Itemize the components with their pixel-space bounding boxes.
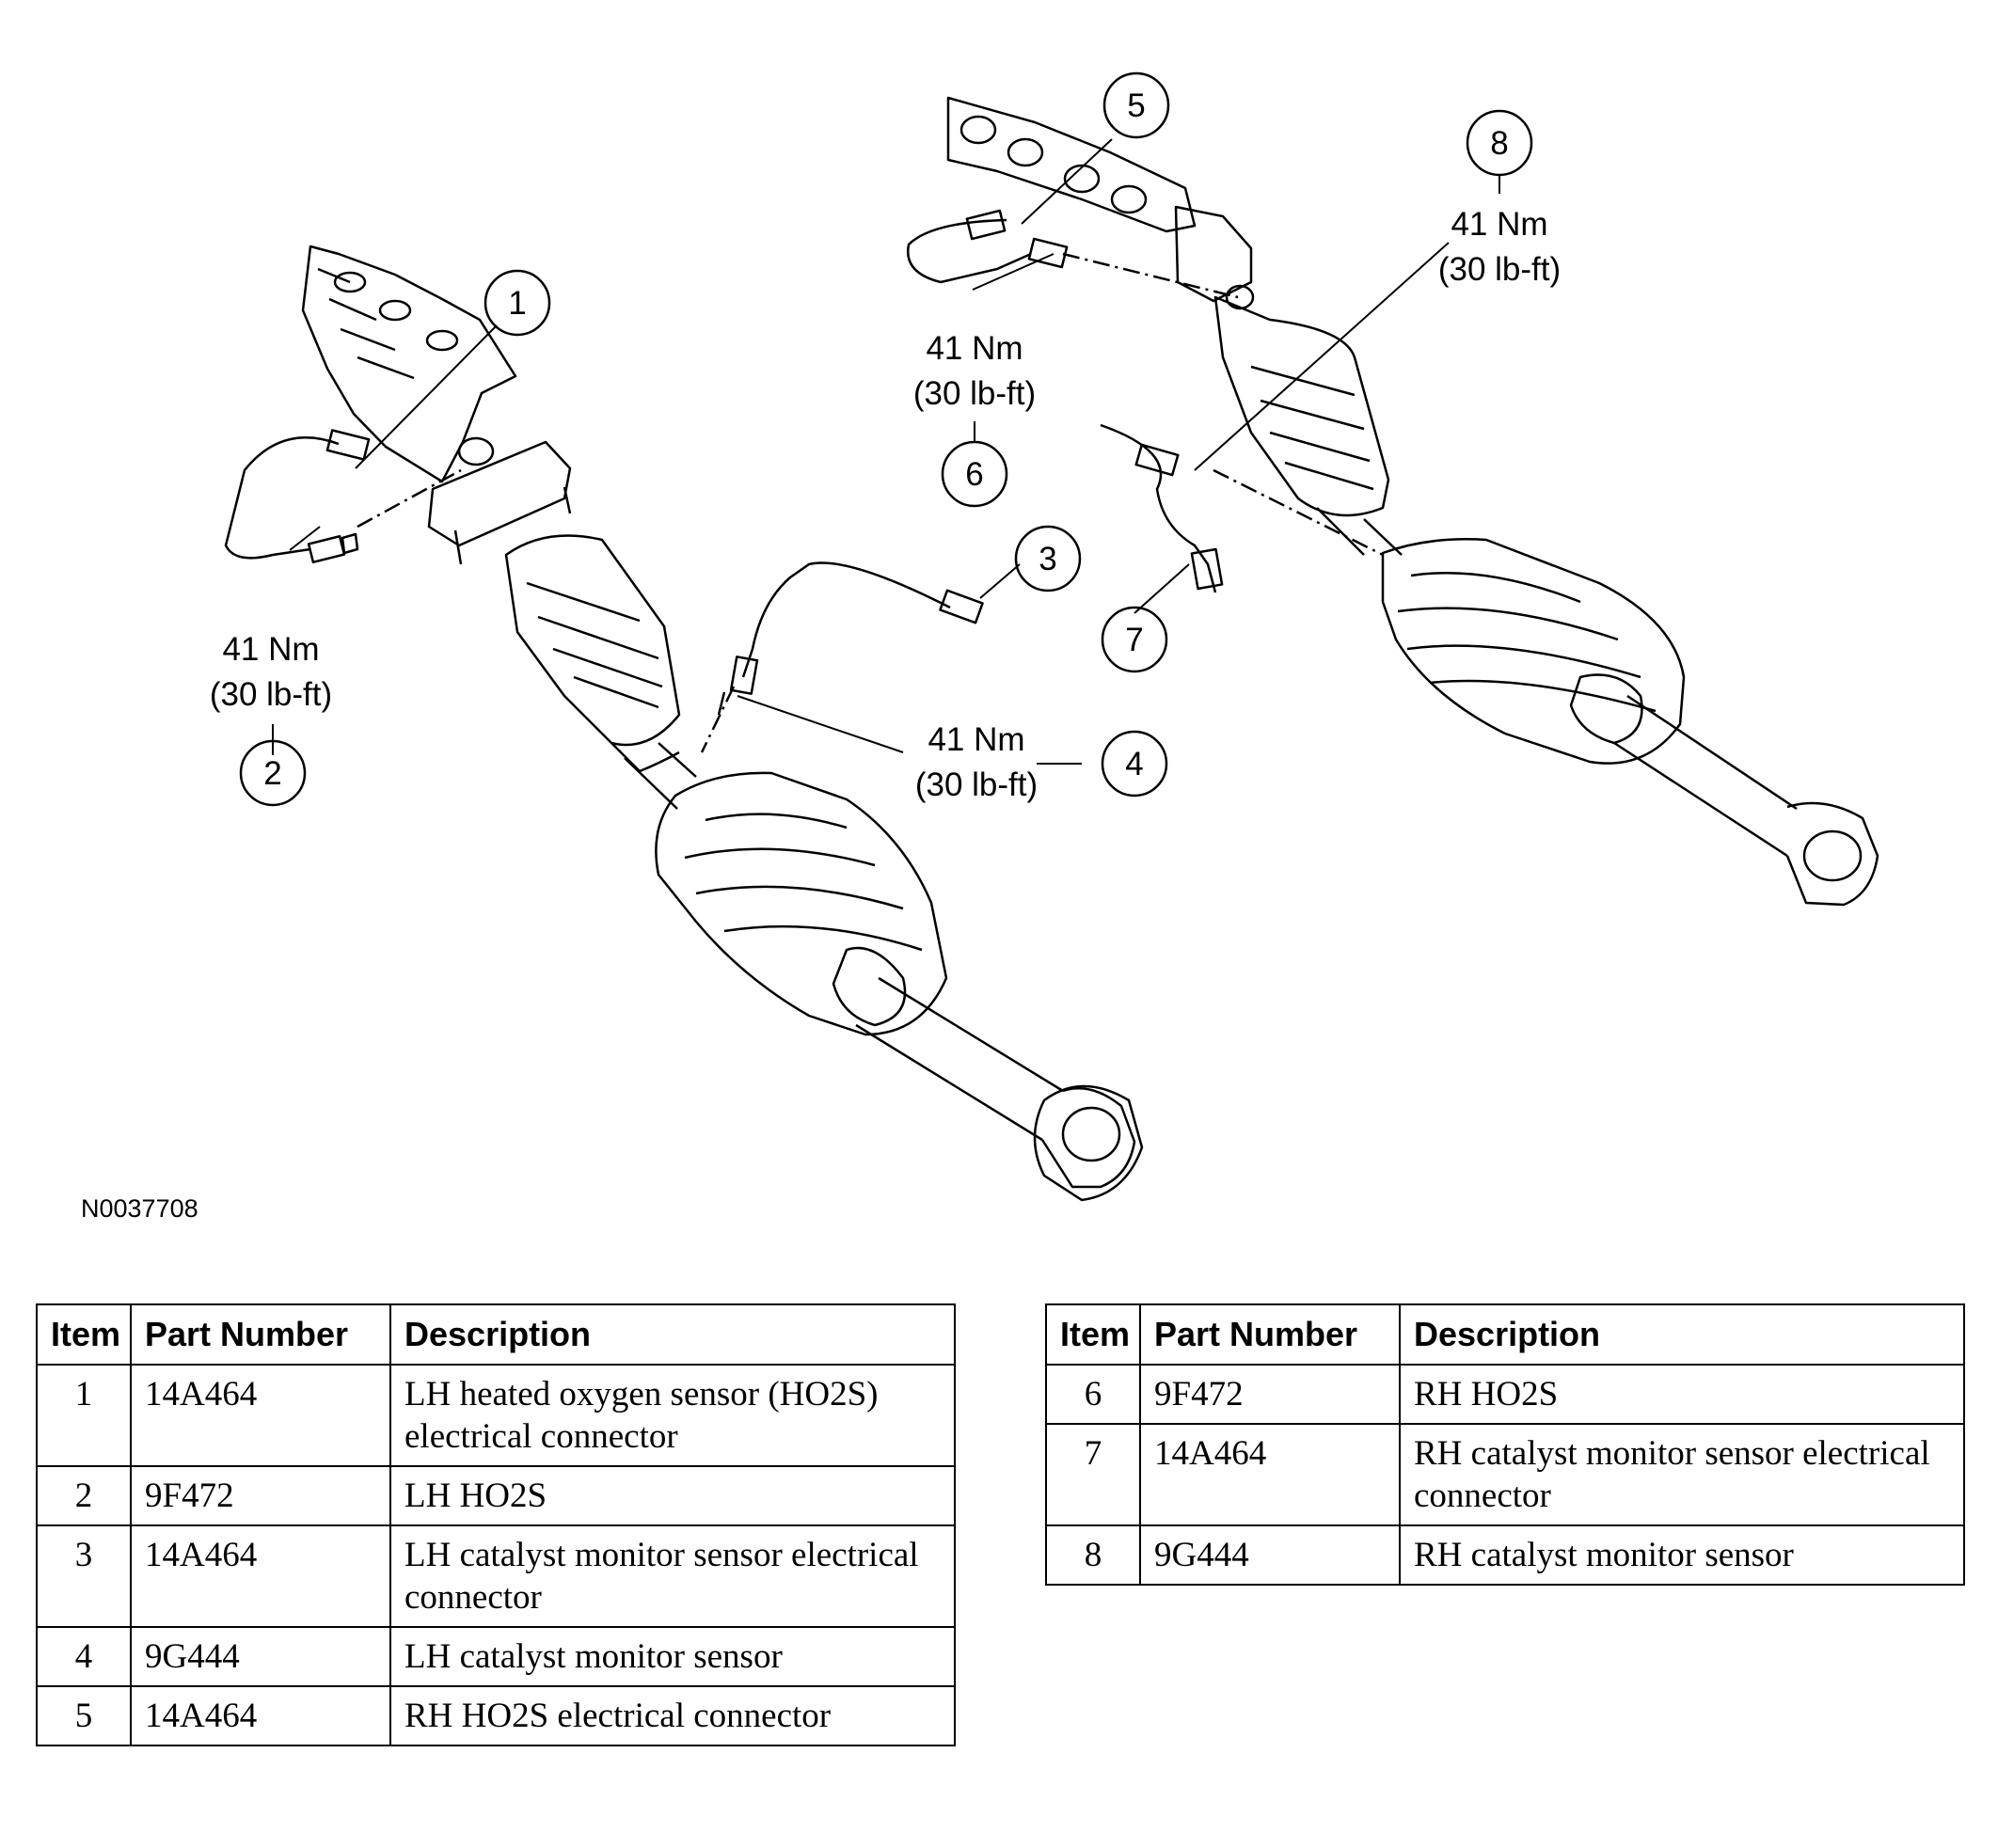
leader-lines (272, 138, 1500, 765)
cell-part-number: 14A464 (130, 1685, 391, 1746)
table-row: 4 9G444 LH catalyst monitor sensor (36, 1626, 956, 1687)
cell-part-number: 9F472 (130, 1465, 391, 1526)
sensor-wiring (224, 209, 1224, 716)
torque-8-lbft: (30 lb-ft) (1438, 251, 1561, 288)
callout-5: 5 (1127, 87, 1145, 124)
callout-6: 6 (965, 456, 983, 493)
callout-7: 7 (1125, 622, 1143, 658)
cell-description: RH HO2S (1399, 1364, 1965, 1425)
cell-description: LH HO2S (389, 1465, 956, 1526)
header-item: Item (1045, 1303, 1141, 1366)
table-row: 7 14A464 RH catalyst monitor sensor elec… (1045, 1423, 1965, 1526)
cell-part-number: 14A464 (130, 1524, 391, 1628)
torque-2-nm: 41 Nm (222, 631, 319, 668)
table-row: 5 14A464 RH HO2S electrical connector (36, 1685, 956, 1746)
parts-table-left: Item Part Number Description 1 14A464 LH… (36, 1303, 956, 1746)
cell-part-number: 14A464 (130, 1364, 391, 1467)
exhaust-diagram: 1 2 3 4 5 6 7 8 41 Nm (30 lb-ft) 41 Nm (… (210, 71, 1879, 1202)
header-description: Description (389, 1303, 956, 1366)
header-part-number: Part Number (1139, 1303, 1401, 1366)
callout-1: 1 (508, 285, 526, 322)
table-row: 1 14A464 LH heated oxygen sensor (HO2S) … (36, 1364, 956, 1467)
install-lines (357, 252, 1384, 753)
table-row: 8 9G444 RH catalyst monitor sensor (1045, 1524, 1965, 1586)
torque-2-lbft: (30 lb-ft) (210, 676, 332, 713)
header-description: Description (1399, 1303, 1965, 1366)
cell-description: RH catalyst monitor sensor (1399, 1524, 1965, 1586)
cell-item: 8 (1045, 1524, 1141, 1586)
cell-item: 2 (36, 1465, 132, 1526)
header-part-number: Part Number (130, 1303, 391, 1366)
cell-item: 7 (1045, 1423, 1141, 1526)
table-header-row: Item Part Number Description (36, 1303, 956, 1366)
cell-description: LH catalyst monitor sensor electrical co… (389, 1524, 956, 1628)
header-item: Item (36, 1303, 132, 1366)
cell-description: RH HO2S electrical connector (389, 1685, 956, 1746)
torque-6-lbft: (30 lb-ft) (913, 375, 1036, 412)
callout-circles (239, 71, 1533, 807)
cell-part-number: 9G444 (130, 1626, 391, 1687)
cell-item: 3 (36, 1524, 132, 1628)
torque-6-nm: 41 Nm (926, 330, 1023, 367)
cell-item: 6 (1045, 1364, 1141, 1425)
cell-item: 4 (36, 1626, 132, 1687)
cell-part-number: 14A464 (1139, 1423, 1401, 1526)
cell-description: RH catalyst monitor sensor electrical co… (1399, 1423, 1965, 1526)
cell-item: 1 (36, 1364, 132, 1467)
callout-3: 3 (1039, 541, 1056, 577)
parts-table-right: Item Part Number Description 6 9F472 RH … (1045, 1303, 1965, 1586)
torque-4-lbft: (30 lb-ft) (915, 766, 1038, 803)
cell-part-number: 9G444 (1139, 1524, 1401, 1586)
table-header-row: Item Part Number Description (1045, 1303, 1965, 1366)
table-row: 3 14A464 LH catalyst monitor sensor elec… (36, 1524, 956, 1628)
callout-8: 8 (1490, 125, 1508, 162)
table-row: 2 9F472 LH HO2S (36, 1465, 956, 1526)
cell-part-number: 9F472 (1139, 1364, 1401, 1425)
table-row: 6 9F472 RH HO2S (1045, 1364, 1965, 1425)
lh-exhaust-assembly (301, 245, 1144, 1202)
figure-id: N0037708 (81, 1194, 198, 1223)
rh-exhaust-assembly (946, 96, 1879, 907)
torque-8-nm: 41 Nm (1451, 206, 1547, 243)
torque-4-nm: 41 Nm (928, 721, 1024, 758)
cell-description: LH heated oxygen sensor (HO2S) electrica… (389, 1364, 956, 1467)
cell-item: 5 (36, 1685, 132, 1746)
cell-description: LH catalyst monitor sensor (389, 1626, 956, 1687)
callout-4: 4 (1125, 746, 1143, 782)
callout-2: 2 (263, 755, 281, 792)
